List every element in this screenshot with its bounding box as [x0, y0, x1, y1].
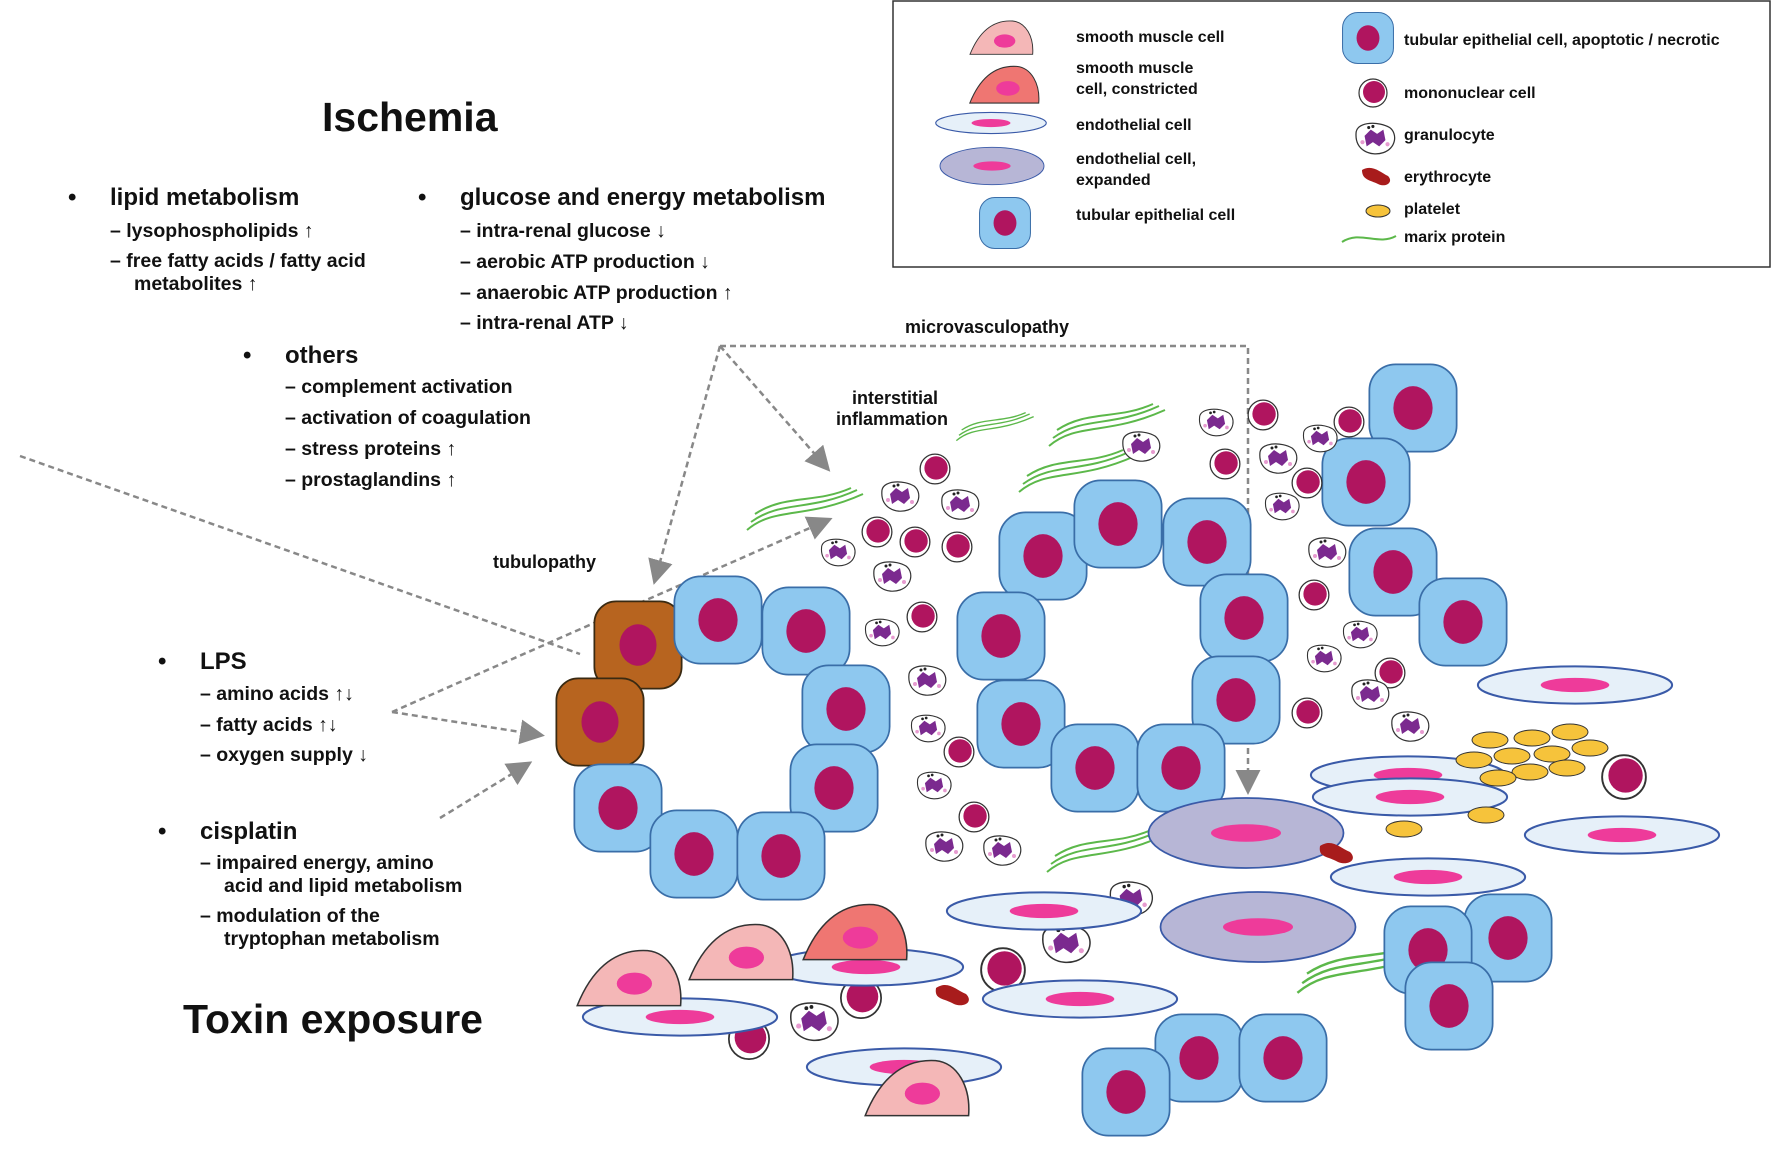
legend-erythrocyte-icon: [1362, 167, 1391, 186]
interstitial-label: inflammation: [836, 409, 949, 429]
bullet-icon: •: [158, 648, 167, 675]
lipid-item: metabolites ↑: [134, 273, 258, 295]
legend-platelet-icon: [1365, 204, 1391, 218]
glucose-heading: glucose and energy metabolism: [460, 184, 826, 211]
legend-erythrocyte-label: erythrocyte: [1404, 169, 1492, 186]
lps-item: – amino acids ↑↓: [200, 683, 354, 705]
legend-tubular-apoptotic-icon: [1342, 12, 1394, 64]
ischemia-title: Ischemia: [322, 94, 498, 140]
glucose-item: – anaerobic ATP production ↑: [460, 282, 733, 304]
legend-endothelial-expanded-icon: [939, 146, 1045, 186]
bullet-icon: •: [418, 184, 427, 211]
lps-item: – fatty acids ↑↓: [200, 714, 338, 736]
bullet-icon: •: [158, 818, 167, 845]
legend-smooth-muscle-label: smooth muscle cell: [1076, 29, 1225, 46]
legend-box: [892, 0, 1771, 268]
tubulopathy-label: tubulopathy: [493, 552, 596, 572]
legend-endothelial-expanded-label: endothelial cell,: [1076, 151, 1197, 168]
bullet-icon: •: [243, 342, 252, 369]
legend-endothelial-expanded-label: expanded: [1076, 172, 1151, 189]
legend-matrix-icon: [1341, 235, 1397, 243]
interstitial-label: interstitial: [852, 388, 939, 408]
glucose-item: – intra-renal glucose ↓: [460, 220, 666, 242]
legend-granulocyte-icon: [1355, 122, 1396, 155]
others-heading: others: [285, 342, 359, 369]
lipid-item: – lysophospholipids ↑: [110, 220, 314, 242]
toxin-exposure-title: Toxin exposure: [183, 996, 483, 1042]
legend-tubular-label: tubular epithelial cell: [1076, 207, 1236, 224]
lps-heading: LPS: [200, 648, 247, 675]
legend-granulocyte-label: granulocyte: [1404, 127, 1495, 144]
lps-item: – oxygen supply ↓: [200, 744, 368, 766]
legend-smooth-muscle-constricted-label: cell, constricted: [1076, 81, 1198, 98]
others-item: – complement activation: [285, 376, 513, 398]
cisplatin-item: tryptophan metabolism: [224, 928, 440, 950]
legend-endothelial-label: endothelial cell: [1076, 117, 1192, 134]
others-item: – activation of coagulation: [285, 407, 531, 429]
cisplatin-heading: cisplatin: [200, 818, 298, 845]
legend-mononuclear-icon: [1358, 78, 1388, 108]
legend-mononuclear-label: mononuclear cell: [1404, 85, 1536, 102]
legend-tubular-apoptotic-label: tubular epithelial cell, apoptotic / nec…: [1404, 32, 1720, 49]
glucose-item: – aerobic ATP production ↓: [460, 251, 710, 273]
legend-endothelial-icon: [935, 111, 1047, 135]
lipid-heading: lipid metabolism: [110, 184, 300, 211]
cisplatin-item: acid and lipid metabolism: [224, 875, 463, 897]
legend-smooth-muscle-constricted-label: smooth muscle: [1076, 60, 1194, 77]
cisplatin-item: – impaired energy, amino: [200, 852, 434, 874]
lipid-item: – free fatty acids / fatty acid: [110, 250, 366, 272]
legend-platelet-label: platelet: [1404, 201, 1461, 218]
cisplatin-item: – modulation of the: [200, 905, 380, 927]
others-item: – prostaglandins ↑: [285, 469, 457, 491]
bullet-icon: •: [68, 184, 77, 211]
legend-tubular-icon: [979, 197, 1031, 249]
microvasculopathy-label: microvasculopathy: [905, 317, 1070, 337]
others-item: – stress proteins ↑: [285, 438, 457, 460]
legend-matrix-label: marix protein: [1404, 229, 1506, 246]
glucose-item: – intra-renal ATP ↓: [460, 312, 629, 334]
